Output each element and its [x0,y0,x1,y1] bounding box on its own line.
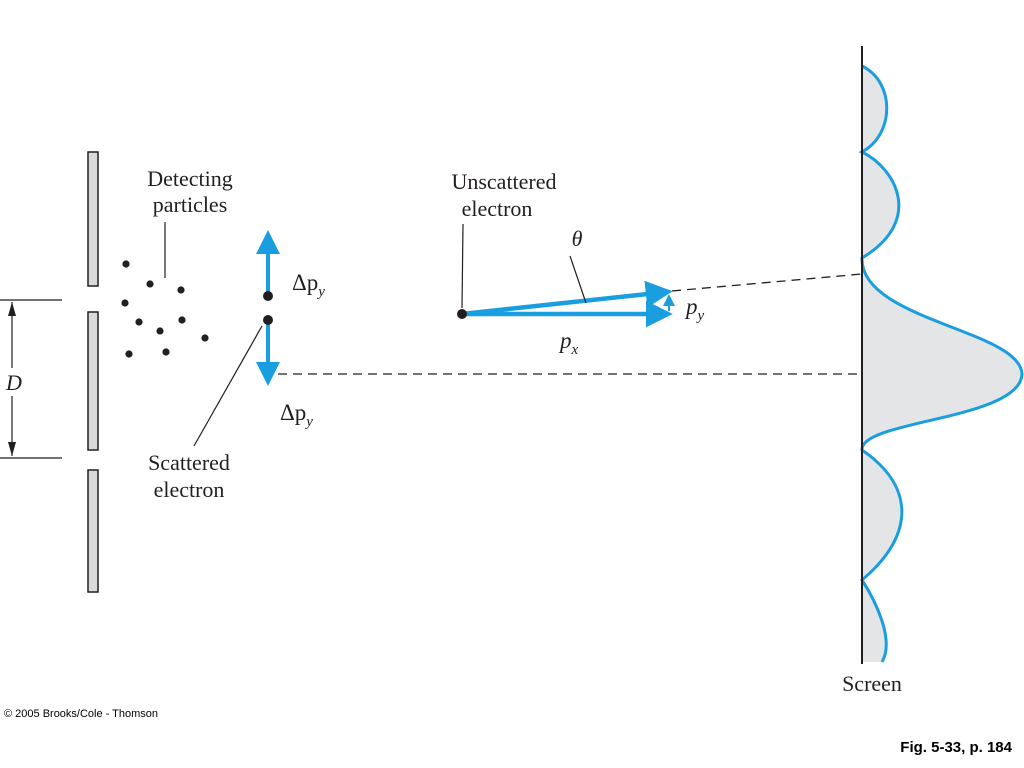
intensity-curve [858,64,1024,663]
unscattered-label-line1: Unscattered [451,169,556,194]
detecting-label-line2: particles [153,192,228,217]
p-vector [461,280,673,317]
px-label: px [558,328,579,358]
scattered-label-line1: Scattered [148,450,230,475]
copyright-text: © 2005 Brooks/Cole - Thomson [4,708,158,720]
unscattered-electron-dot [457,309,467,319]
theta-pointer [569,255,587,304]
slit-width-label: D [5,370,22,395]
unscattered-label-line2: electron [462,196,533,221]
slit-width-dimension: D [0,299,62,459]
py-label: py [684,294,705,324]
slit-barrier [87,151,99,593]
detecting-label-line1: Detecting [147,166,233,191]
scattered-electron [256,230,280,386]
detecting-particles [121,260,209,358]
scattered-pointer [193,325,263,447]
scattered-label-line2: electron [154,477,225,502]
screen-label: Screen [842,671,902,696]
delta-py-top-label: Δpy [292,270,325,300]
intensity-fill [861,66,1022,662]
figure-reference: Fig. 5-33, p. 184 [900,739,1012,756]
theta-label: θ [572,226,583,251]
deflection-dashed [671,273,863,292]
delta-py-bottom-label: Δpy [280,400,313,430]
momentum-vectors [457,280,675,328]
unscattered-pointer [461,223,464,309]
